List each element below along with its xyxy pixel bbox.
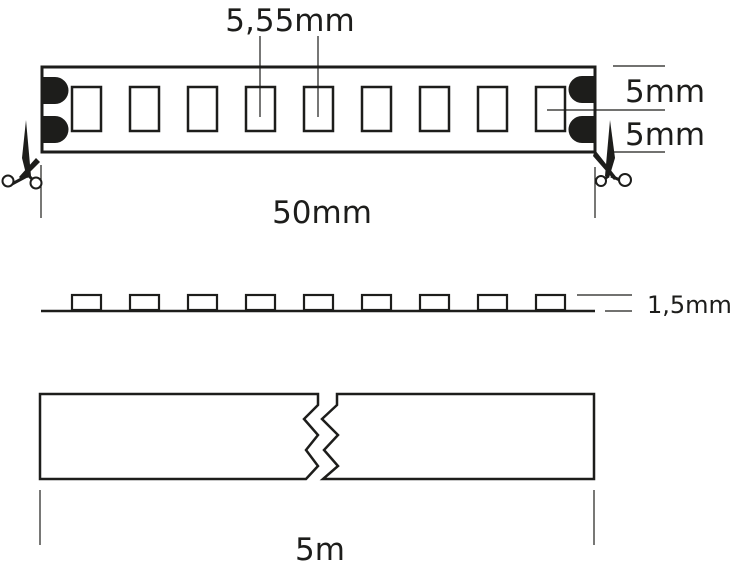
led-chip-side xyxy=(302,293,335,312)
led-chip-side xyxy=(186,293,219,312)
led-chip-side xyxy=(534,293,567,312)
cut-length-label: 50mm xyxy=(272,195,372,231)
led-chip-side xyxy=(360,293,393,312)
led-row-top xyxy=(70,85,567,133)
solder-pad-right-top xyxy=(568,76,595,103)
led-chip xyxy=(70,85,103,133)
total-length-label: 5m xyxy=(295,532,345,567)
led-pitch-label: 5,55mm xyxy=(225,3,354,39)
led-chip xyxy=(186,85,219,133)
led-chip xyxy=(418,85,451,133)
solder-pad-left-bottom xyxy=(42,116,69,143)
height-label: 1,5mm xyxy=(647,291,732,319)
led-chip-side xyxy=(244,293,277,312)
pad-bottom-label: 5mm xyxy=(625,117,705,153)
led-chip xyxy=(534,85,567,133)
led-chip-side xyxy=(476,293,509,312)
led-chip xyxy=(360,85,393,133)
strip-full-right-part xyxy=(319,392,596,481)
led-chip-side xyxy=(128,293,161,312)
scissors-icon-right xyxy=(593,120,632,187)
solder-pad-right-bottom xyxy=(568,116,595,143)
pad-top-label: 5mm xyxy=(625,74,705,110)
led-chip xyxy=(128,85,161,133)
solder-pads xyxy=(42,76,595,143)
scissors-icon-left xyxy=(1,120,43,190)
strip-full-left-part xyxy=(38,392,320,481)
led-row-side xyxy=(70,293,567,312)
solder-pad-left-top xyxy=(42,77,69,104)
led-chip-side xyxy=(70,293,103,312)
led-chip xyxy=(476,85,509,133)
led-chip-side xyxy=(418,293,451,312)
